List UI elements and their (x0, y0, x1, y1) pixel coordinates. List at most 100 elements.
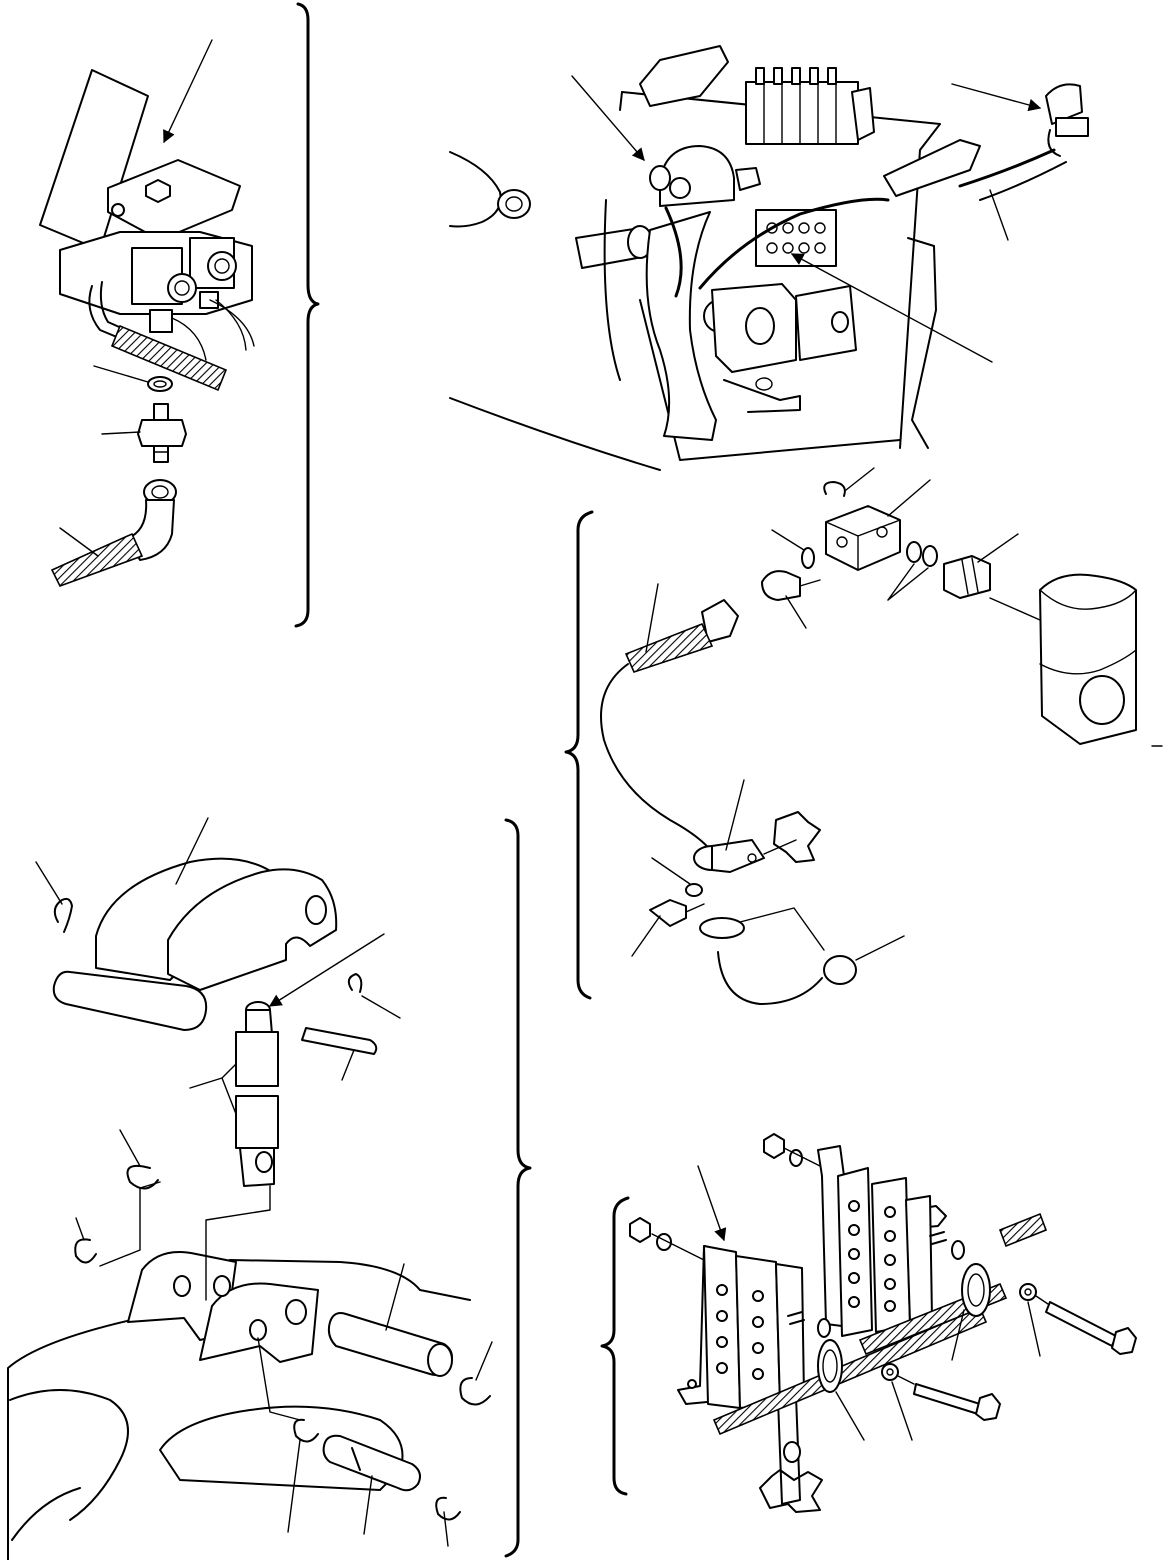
elbow-hose (50, 532, 144, 587)
block-hole-left (836, 536, 848, 548)
bracket-bolt (145, 179, 171, 203)
leader-hose-flange-front (835, 1391, 865, 1441)
yoke-cap-hole (305, 895, 327, 925)
cable-sheath (624, 622, 714, 673)
rear-nut-axis (783, 1147, 821, 1167)
hose-flange-front-inner (822, 1349, 838, 1383)
leader-small-snap-right (443, 1511, 449, 1547)
top-plate-right (883, 139, 981, 197)
hose-flange-front (817, 1339, 843, 1393)
leader-front-clamp (697, 1165, 727, 1242)
rear-hole-3 (848, 1248, 860, 1260)
assembly-axis-center (205, 1185, 271, 1301)
lug-hole-2 (213, 1275, 231, 1297)
rod-eye-band (1039, 649, 1137, 675)
valve-cap-4 (809, 67, 819, 85)
frame-hose-2 (698, 197, 890, 290)
washer-right-2 (922, 545, 938, 567)
rear-hole-8 (884, 1254, 896, 1266)
elbow-fitting (127, 499, 175, 561)
flexible-cable (600, 663, 719, 863)
bushing-cable-assembly-view (600, 467, 1137, 1005)
frame-breakout (773, 811, 821, 863)
leader-rear-washer (1027, 1301, 1041, 1357)
front-nut-axis (651, 1233, 705, 1261)
block-hole-right (876, 526, 888, 538)
clamp-washer (685, 883, 703, 897)
frame-clamp-block (755, 209, 837, 267)
r-clip-left (53, 897, 73, 933)
valve-port-side (199, 291, 219, 309)
knob-left-inner (174, 280, 190, 296)
cylinder-port (745, 307, 775, 345)
leader-nipple (977, 533, 1019, 563)
top-plate-left (639, 45, 729, 107)
hose-clamp-block-view (629, 1133, 1137, 1513)
adapter-thread-top (153, 403, 169, 421)
hose-through-front (712, 1306, 988, 1436)
leader-cable-sheath (645, 583, 659, 653)
cylinder-side-hole (831, 311, 849, 333)
control-valve-stack (745, 81, 859, 145)
rear-hole-6 (884, 1206, 896, 1218)
leader-clamp-ring (725, 779, 745, 851)
link-eye-hole (255, 1151, 273, 1173)
end-ring-axis (855, 935, 905, 961)
washer-right-1 (906, 541, 922, 563)
lower-mount-hole (755, 377, 773, 391)
swivel-side-plate (735, 167, 761, 191)
nipple-axis (989, 597, 1041, 621)
front-bracket-hole (687, 1379, 697, 1389)
leader-bracket (163, 39, 213, 144)
lower-mount (723, 379, 801, 413)
valve-pipe-bend (88, 285, 125, 341)
support-breakout (759, 1469, 823, 1513)
rear-hole-4 (848, 1272, 860, 1284)
yoke-pin-assembly-view (7, 817, 493, 1560)
rod-eye-top-edge (1039, 589, 1137, 610)
frame-clamp-hole-5 (766, 242, 778, 254)
front-clamp-half-3 (775, 1263, 805, 1405)
valve-wire-2 (209, 299, 255, 347)
front-hole-2 (716, 1310, 728, 1322)
brace-bottom-left (504, 818, 532, 1558)
leader-pivot-snap (475, 1341, 493, 1381)
leader-clamp-bolt (631, 915, 661, 957)
r-clip-right (347, 973, 363, 993)
leader-bushings (189, 1063, 237, 1115)
leader-snap-ring-left (75, 1217, 85, 1241)
pin-groove (351, 1447, 361, 1471)
leader-clamp-washer (651, 857, 691, 885)
leader-frame-hose (989, 189, 1009, 241)
adapter-thread-bottom (153, 445, 169, 463)
threaded-nipple (943, 555, 991, 599)
swivel-pin-end (649, 165, 671, 191)
frame-clamp-hole-1 (766, 222, 778, 234)
rear-bolt-washer-inner (1024, 1288, 1032, 1296)
frame-hose-4 (979, 161, 1067, 201)
yoke-hinge-rod (52, 970, 208, 1031)
small-snap-ring-right (435, 1496, 461, 1521)
rear-bolt-washer (1019, 1283, 1037, 1301)
leader-clip (845, 467, 875, 491)
rod-eye-hole (1079, 675, 1125, 725)
rear-hole-10 (884, 1300, 896, 1312)
adapter-hex (137, 419, 187, 447)
small-snap-ring-left (293, 1418, 319, 1443)
boom-outline (449, 151, 502, 228)
yoke-cap-side (167, 868, 338, 991)
leader-washer-left (771, 529, 805, 551)
far-right-hose-loop (1047, 129, 1061, 157)
clamp-tab-hole (747, 853, 757, 863)
leader-o-ring (93, 365, 149, 383)
rear-bolt-head (1111, 1327, 1137, 1355)
leader-grease-nipple (785, 595, 807, 629)
base-window (159, 1405, 404, 1491)
connector-block-edges (825, 519, 901, 571)
assembly-axis-left (99, 1181, 161, 1267)
snap-ring-upper (126, 1164, 159, 1190)
leader-block (887, 479, 931, 517)
pivot-pin-end (427, 1343, 453, 1377)
pivot-snap-ring (459, 1377, 491, 1406)
clamp-top-washer (789, 1149, 803, 1167)
